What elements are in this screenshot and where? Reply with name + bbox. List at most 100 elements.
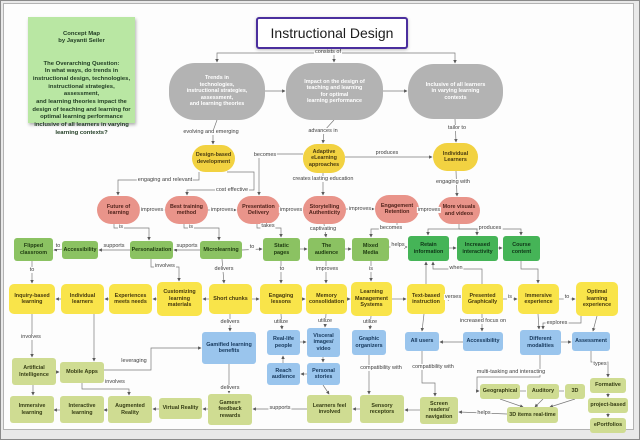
concept-node-assessment[interactable]: Assessment <box>572 332 610 351</box>
concept-node-accessibility-b[interactable]: Accessibility <box>463 332 503 351</box>
edge-label-involves2: involves <box>20 333 42 341</box>
concept-node-engaging-lessons[interactable]: Engaging lessons <box>260 284 302 314</box>
concept-node-customizing[interactable]: Customizing learning materials <box>157 282 202 316</box>
concept-node-trends[interactable]: Trends in technologies, instructional st… <box>169 63 265 120</box>
edge-label-is2: is <box>188 223 194 231</box>
concept-node-project-based[interactable]: project-based <box>588 398 628 413</box>
connector-line <box>537 313 541 330</box>
connector-line <box>592 315 598 332</box>
concept-node-future[interactable]: Future of learning <box>97 196 140 224</box>
concept-node-eportfolios[interactable]: ePortfolios <box>590 418 626 433</box>
concept-node-title[interactable]: Instructional Design <box>256 17 408 49</box>
concept-node-items-realtime[interactable]: 3D items real-time <box>507 407 558 423</box>
concept-node-engagement[interactable]: Engagement Retention <box>375 195 419 223</box>
concept-node-presented[interactable]: Presented Graphically <box>462 284 503 314</box>
edge-label-improves6: improves <box>314 265 340 273</box>
concept-node-storytelling[interactable]: Storytelling Authenticity <box>303 196 346 224</box>
concept-node-all-users[interactable]: All users <box>405 332 439 351</box>
concept-node-interactive[interactable]: Interactive learning <box>60 396 104 423</box>
connector-line <box>185 171 255 196</box>
edge-label-helps2: helps <box>476 409 492 417</box>
concept-node-inclusive[interactable]: Inclusive of all learners in varying lea… <box>408 64 503 119</box>
connector-line <box>104 346 202 371</box>
edge-label-improves4: improves <box>347 205 373 213</box>
concept-node-visceral[interactable]: Visceral images/ video <box>307 328 340 357</box>
edge-label-consists-of: consists of <box>314 48 342 56</box>
concept-node-formative[interactable]: Formative <box>590 378 626 393</box>
connector-line <box>520 261 540 284</box>
concept-node-augmented[interactable]: Augmented Reality <box>108 396 152 423</box>
edge-label-engaging-relevant: engaging and relevant <box>136 176 194 184</box>
edge-label-is3: is <box>368 265 374 273</box>
concept-node-static-pages[interactable]: Static pages <box>263 238 300 261</box>
concept-node-short-chunks[interactable]: Short chunks <box>209 284 252 314</box>
concept-node-accessibility-g[interactable]: Accessibility <box>62 241 98 259</box>
concept-node-presentation[interactable]: Presentation Delivery <box>237 196 280 224</box>
concept-node-screen-readers[interactable]: Screen readers/ navigation <box>420 397 458 424</box>
sticky-note-body: The Overarching Question: In what ways, … <box>32 60 131 136</box>
edge-label-improves2: improves <box>209 206 235 214</box>
concept-node-inquiry[interactable]: Inquiry-based learning <box>9 284 55 314</box>
concept-node-personalization[interactable]: Personalization <box>130 241 173 259</box>
edge-label-improves1: improves <box>139 206 165 214</box>
concept-node-lms[interactable]: Learning Management Systems <box>351 282 392 316</box>
concept-node-individual-top[interactable]: Individual Learners <box>433 143 478 171</box>
edge-label-improves5: improves <box>416 206 442 214</box>
concept-node-threed[interactable]: 3D <box>565 384 585 399</box>
connector-line <box>420 313 425 332</box>
concept-node-vr[interactable]: Virtual Reality <box>159 398 202 419</box>
concept-node-modalities[interactable]: Different modalities <box>520 330 561 355</box>
connector-line <box>215 52 330 63</box>
concept-node-flipped[interactable]: Flipped classroom <box>14 238 53 261</box>
concept-node-course-content[interactable]: Course content <box>503 236 540 261</box>
concept-node-more-visuals[interactable]: More visuals and videos <box>438 197 480 224</box>
concept-node-best-training[interactable]: Best training method <box>165 196 208 224</box>
concept-node-individual2[interactable]: Individual learners <box>61 284 104 314</box>
concept-node-immersive-exp[interactable]: Immersive experience <box>518 284 559 314</box>
concept-node-reach[interactable]: Reach audience <box>267 363 300 385</box>
concept-node-interactivity[interactable]: Increased interactivity <box>457 236 498 261</box>
edge-label-captivating: captivating <box>308 225 338 233</box>
connector-line <box>421 351 437 397</box>
edge-label-delivers1: delivers <box>213 265 235 273</box>
concept-node-auditory[interactable]: Auditory <box>527 384 559 399</box>
concept-node-adaptive[interactable]: Adaptive eLearning approaches <box>303 144 345 173</box>
concept-node-text-based[interactable]: Text-based instruction <box>407 284 445 314</box>
concept-node-impact[interactable]: Impact on the design of teaching and lea… <box>286 63 383 120</box>
concept-node-games[interactable]: Games= feedback rewards <box>208 394 252 425</box>
connector-line <box>330 52 457 64</box>
edge-label-evolving: evolving and emerging <box>182 128 240 136</box>
concept-node-personal-stories[interactable]: Personal stories <box>307 363 340 385</box>
edge-label-utilize3: utilize <box>361 318 379 326</box>
concept-node-gamified[interactable]: Gamified learning benefits <box>202 332 256 364</box>
concept-node-geographical[interactable]: Geographical <box>480 384 520 399</box>
concept-node-immersive-learning[interactable]: Immersive learning <box>10 396 54 423</box>
concept-node-mobile[interactable]: Mobile Apps <box>60 362 104 383</box>
edge-label-types: types <box>592 360 608 368</box>
edge-label-compat2: compatibility with <box>411 363 455 371</box>
concept-node-memory[interactable]: Memory consolidation <box>306 284 347 314</box>
concept-node-ai[interactable]: Artificial Intelligence <box>12 358 56 385</box>
edge-label-helps1: helps <box>390 241 406 249</box>
connector-line <box>53 247 63 252</box>
concept-node-microlearning[interactable]: Microlearning <box>200 241 242 259</box>
edge-label-to4: to <box>278 265 286 273</box>
concept-node-retain[interactable]: Retain information <box>408 236 449 261</box>
concept-node-optimal[interactable]: Optimal learning experience <box>576 282 618 316</box>
concept-node-experiences[interactable]: Experiences meets needs <box>109 284 152 314</box>
concept-node-design-based[interactable]: Design-based development <box>192 145 235 172</box>
edge-label-engaging-with: engaging with <box>435 178 471 186</box>
concept-node-real-life[interactable]: Real-life people <box>267 330 300 355</box>
edge-label-involves1: involves <box>154 262 176 270</box>
concept-node-mixed-media[interactable]: Mixed Media <box>352 238 389 261</box>
connector-line <box>426 228 459 236</box>
sticky-note: Concept Map by Jayanti Seiler The Overar… <box>28 17 135 136</box>
connector-line <box>183 224 221 241</box>
concept-node-graphic-org[interactable]: Graphic organizers <box>352 330 386 355</box>
edge-label-to5: to <box>563 293 571 301</box>
concept-node-audience[interactable]: The audience <box>308 238 345 261</box>
concept-node-sensory[interactable]: Sensory receptors <box>360 395 404 423</box>
concept-node-learners-feel[interactable]: Learners feel involved <box>307 395 352 423</box>
edge-label-when: when <box>448 264 464 272</box>
